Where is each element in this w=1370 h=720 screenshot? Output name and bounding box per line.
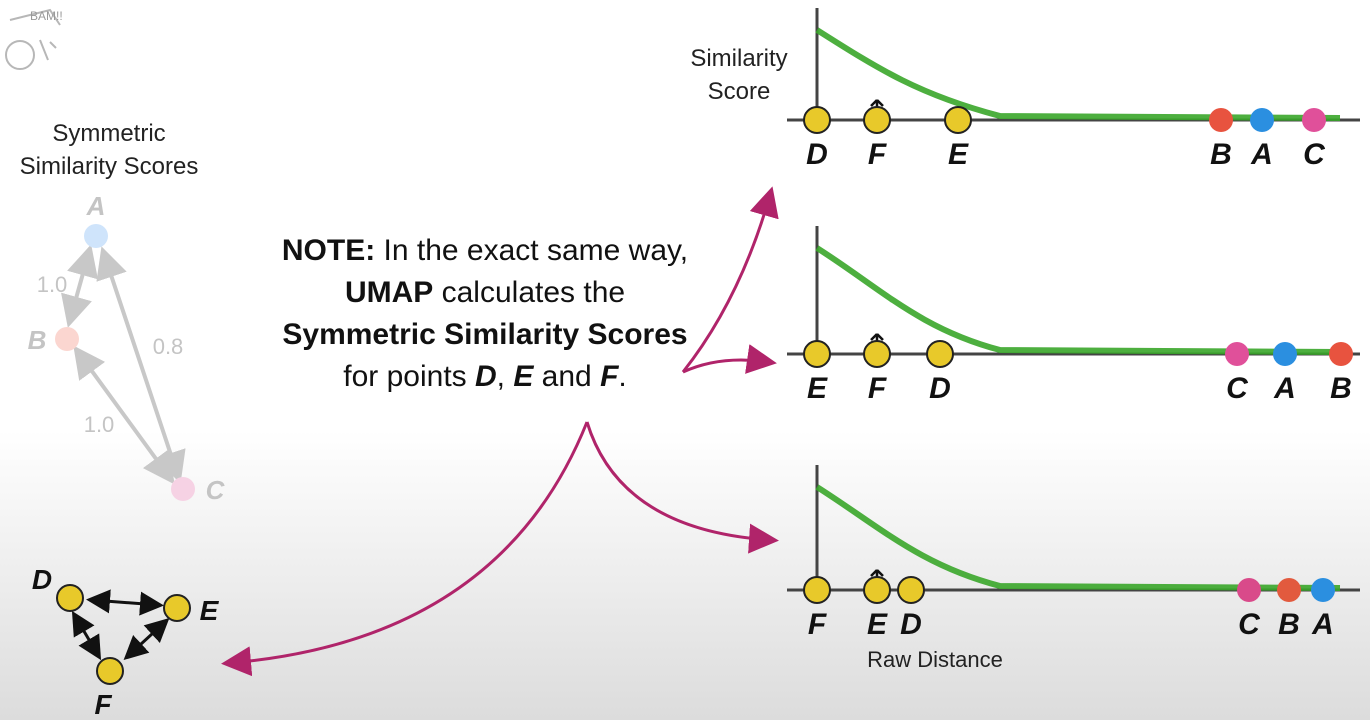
abc-graph: A B C 1.0 0.8 1.0 (28, 191, 226, 505)
arrow-to-triangle (221, 421, 589, 677)
chart2-label-b: B (1330, 372, 1352, 405)
note-f: F (600, 360, 619, 393)
chart3-point-c (1237, 578, 1261, 602)
node-b-label: B (28, 325, 47, 355)
note-t2: calculates the (433, 276, 626, 309)
chart3-label-e: E (867, 608, 888, 641)
note-umap: UMAP (344, 276, 434, 309)
chart1-point-a (1250, 108, 1274, 132)
note-comma: , (496, 360, 514, 393)
node-d (56, 584, 84, 612)
note-t3: for points (343, 360, 475, 393)
chart2-point-e (803, 340, 831, 368)
node-c-label: C (206, 475, 226, 505)
chart2-point-b (1329, 342, 1353, 366)
logo-text: BAM!! (30, 9, 63, 23)
note-e: E (513, 360, 534, 393)
chart1-point-e (944, 106, 972, 134)
edge-e-f (123, 617, 170, 661)
chart3-point-e (863, 576, 891, 604)
note-t4: and (533, 360, 601, 393)
chart2-label-e: E (807, 372, 828, 405)
node-f-label: F (94, 689, 112, 720)
chart1-point-c (1302, 108, 1326, 132)
chart1-label-f: F (868, 138, 887, 171)
edge-d-f (71, 610, 102, 661)
node-b (55, 327, 79, 351)
chart2-similarity-curve (815, 245, 1341, 355)
chart1-label-e: E (948, 138, 969, 171)
node-d-label: D (32, 564, 52, 595)
node-f (96, 657, 124, 685)
chart1-point-f (863, 106, 891, 134)
node-c (171, 477, 195, 501)
symmetric-scores-title: Symmetric Similarity Scores (0, 117, 218, 183)
chart1-point-d (803, 106, 831, 134)
chart3-point-a (1311, 578, 1335, 602)
chart2-label-a: A (1273, 372, 1296, 405)
note-d: D (474, 360, 497, 393)
chart2-point-d (926, 340, 954, 368)
node-a-label: A (86, 191, 106, 221)
chart1-label-a: A (1250, 138, 1273, 171)
bam-logo: BAM!! (5, 8, 63, 70)
chart1-label-d: D (806, 138, 828, 171)
chart2-point-a (1273, 342, 1297, 366)
edge-d-e (86, 589, 164, 616)
edge-bc-score: 1.0 (84, 412, 115, 437)
chart3-similarity-curve (815, 484, 1341, 591)
chart3-point-b (1277, 578, 1301, 602)
node-e-label: E (200, 595, 220, 626)
node-a (84, 224, 108, 248)
chart3-label-c: C (1238, 608, 1261, 641)
chart3-label-d: D (900, 608, 922, 641)
edge-b-c (73, 345, 175, 485)
note-sss: Symmetric Similarity Scores (282, 318, 688, 351)
edge-ab-score: 1.0 (37, 272, 68, 297)
arrow-to-chart1 (681, 186, 779, 373)
chart3-label-b: B (1278, 608, 1300, 641)
chart2-point-c (1225, 342, 1249, 366)
chart3-label-a: A (1311, 608, 1334, 641)
note-t1: In the exact same way, (375, 234, 689, 267)
y-axis-label-line2: Score (707, 78, 771, 105)
chart3-label-f: F (808, 608, 827, 641)
chart2-label-f: F (868, 372, 887, 405)
y-axis-label: Similarity Score (664, 42, 814, 108)
arrow-to-chart3 (585, 421, 779, 554)
chart1-label-b: B (1210, 138, 1232, 171)
note-period: . (618, 360, 627, 393)
chart2-label-d: D (929, 372, 951, 405)
note-text: NOTE: In the exact same way, UMAP calcul… (270, 230, 700, 398)
x-axis-label: Raw Distance (867, 647, 1003, 672)
chart1-label-c: C (1303, 138, 1326, 171)
chart1-similarity-curve (815, 27, 1341, 121)
y-axis-label-line1: Similarity (690, 45, 788, 72)
chart2-point-f (863, 340, 891, 368)
chart3-point-d (897, 576, 925, 604)
edge-ac-score: 0.8 (153, 334, 184, 359)
chart2-label-c: C (1226, 372, 1249, 405)
chart1-point-b (1209, 108, 1233, 132)
chart3-point-f (803, 576, 831, 604)
symmetric-title-line2: Similarity Scores (19, 153, 199, 180)
symmetric-title-line1: Symmetric (52, 120, 166, 147)
note-prefix: NOTE: (281, 234, 376, 267)
node-e (163, 594, 191, 622)
arrow-to-chart2 (682, 344, 777, 374)
edge-a-b (61, 244, 98, 328)
